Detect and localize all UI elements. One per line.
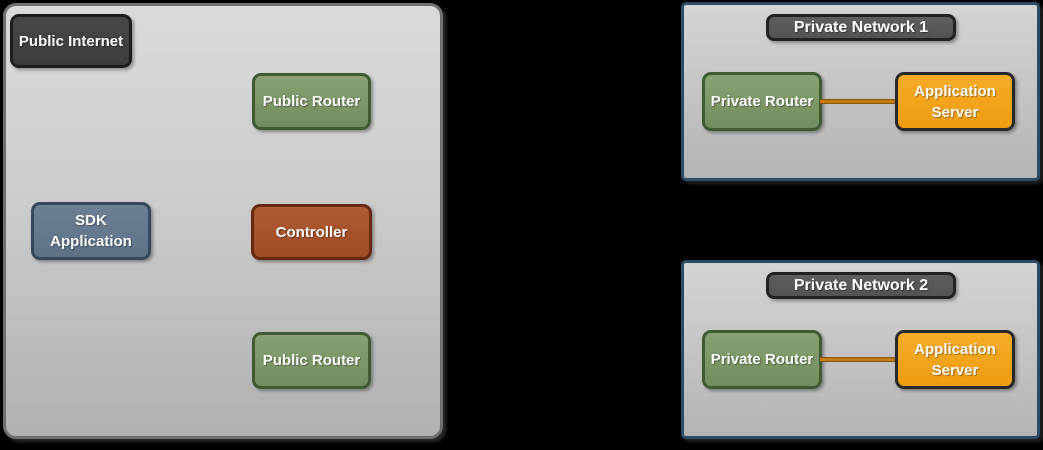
private-network-2-router-server-link (820, 357, 897, 362)
private-network-2-application-server-node: Application Server (895, 330, 1015, 389)
private-network-2-zone: Private Network 2 Private Router Applica… (681, 260, 1040, 439)
private-network-2-router-node: Private Router (702, 330, 822, 389)
public-router-bottom-node: Public Router (252, 332, 371, 389)
public-internet-zone: Public Internet Public Router SDK Applic… (3, 3, 443, 439)
controller-node: Controller (251, 204, 372, 260)
public-router-top-node: Public Router (252, 73, 371, 130)
sdk-application-node: SDK Application (31, 202, 151, 260)
private-network-2-title: Private Network 2 (766, 272, 956, 299)
private-network-1-zone: Private Network 1 Private Router Applica… (681, 2, 1040, 181)
private-network-1-router-node: Private Router (702, 72, 822, 131)
private-network-1-router-server-link (820, 99, 897, 104)
public-internet-label: Public Internet (10, 14, 132, 68)
private-network-1-title: Private Network 1 (766, 14, 956, 41)
private-network-1-application-server-node: Application Server (895, 72, 1015, 131)
